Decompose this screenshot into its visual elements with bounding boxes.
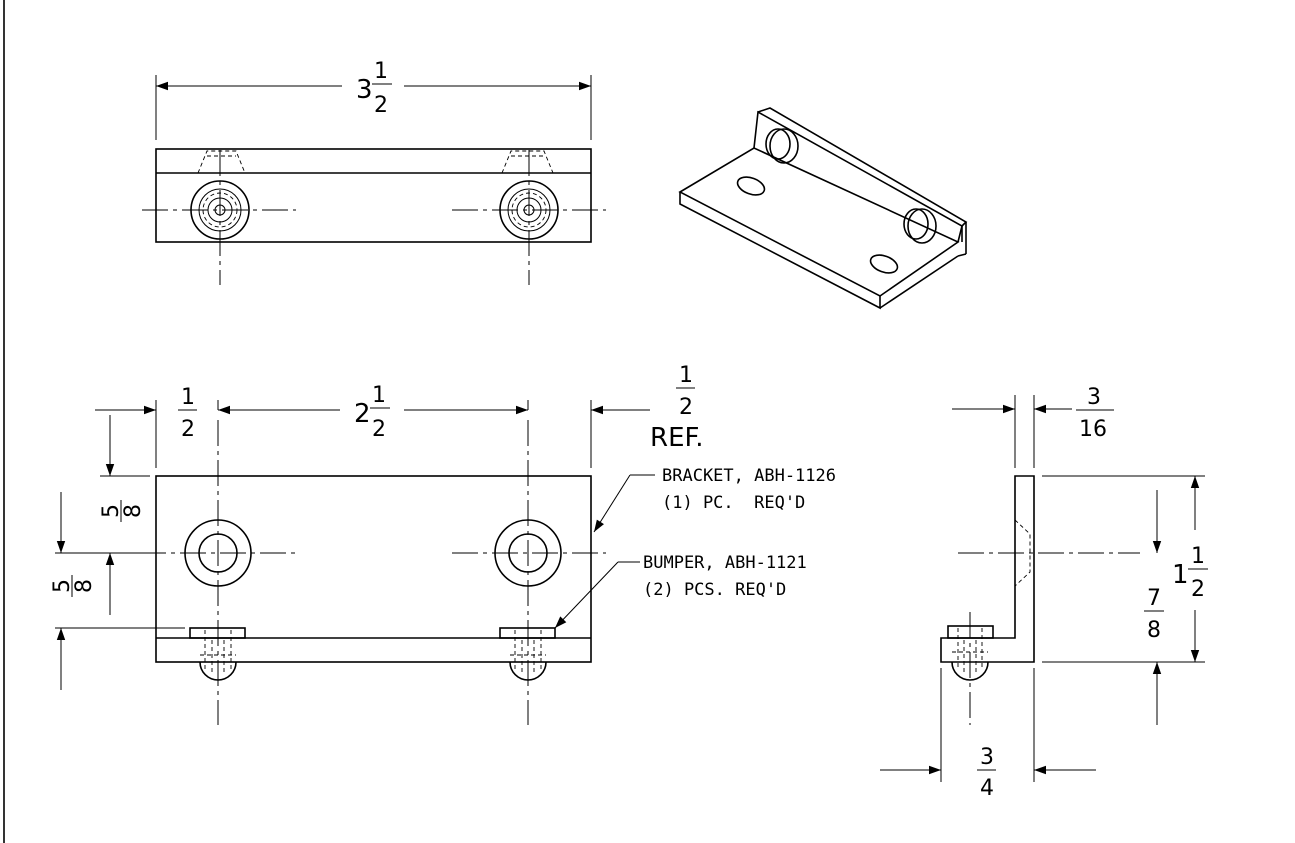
dim-base-width-den: 4 [980,776,994,801]
dim-overall-length-num: 1 [374,59,388,84]
dim-left-edge-num: 1 [181,385,195,410]
front-bumper-left [189,627,246,681]
dim-thickness-den: 16 [1079,417,1107,442]
dim-lower-hole-num: 5 [50,579,75,593]
front-view-outline [155,475,592,663]
top-view-outline [155,148,592,243]
dim-hole-span-num: 1 [372,383,386,408]
dim-upper-hole-den: 8 [121,504,146,518]
dim-upper-hole-num: 5 [99,504,124,518]
dim-lower-hole-den: 8 [72,579,97,593]
dim-base-width-num: 3 [980,745,994,770]
front-bumper-right [499,627,556,681]
dim-thickness-num: 3 [1087,385,1101,410]
callout-bumper-name: BUMPER, ABH-1121 [643,553,807,573]
dim-hole-span-den: 2 [372,417,386,442]
dim-right-edge-den: 2 [679,395,693,420]
dim-center-height-num: 7 [1147,586,1161,611]
front-view: 1 2 2 1 2 1 2 REF. 5 8 5 8 BRACKET, [50,363,836,725]
dim-hole-span-whole: 2 [354,399,371,429]
dim-height-den: 2 [1191,577,1205,602]
callout-bumper-qty: (2) PCS. REQ'D [643,580,786,600]
dim-overall-length-whole: 3 [356,75,373,105]
dim-right-edge-num: 1 [679,363,693,388]
top-view: 3 1 2 [142,59,606,285]
dim-left-edge-den: 2 [181,417,195,442]
dim-height-num: 1 [1191,544,1205,569]
dim-height-whole: 1 [1172,560,1189,590]
dim-overall-length-den: 2 [374,93,388,118]
side-view: 3 16 1 1 2 7 8 3 4 [880,385,1208,801]
callout-bracket-qty: (1) PC. REQ'D [662,493,805,513]
side-view-outline [940,475,1035,663]
isometric-view [678,107,968,310]
dim-right-edge-ref: REF. [650,423,704,453]
callout-bracket-name: BRACKET, ABH-1126 [662,466,836,486]
dim-center-height-den: 8 [1147,618,1161,643]
